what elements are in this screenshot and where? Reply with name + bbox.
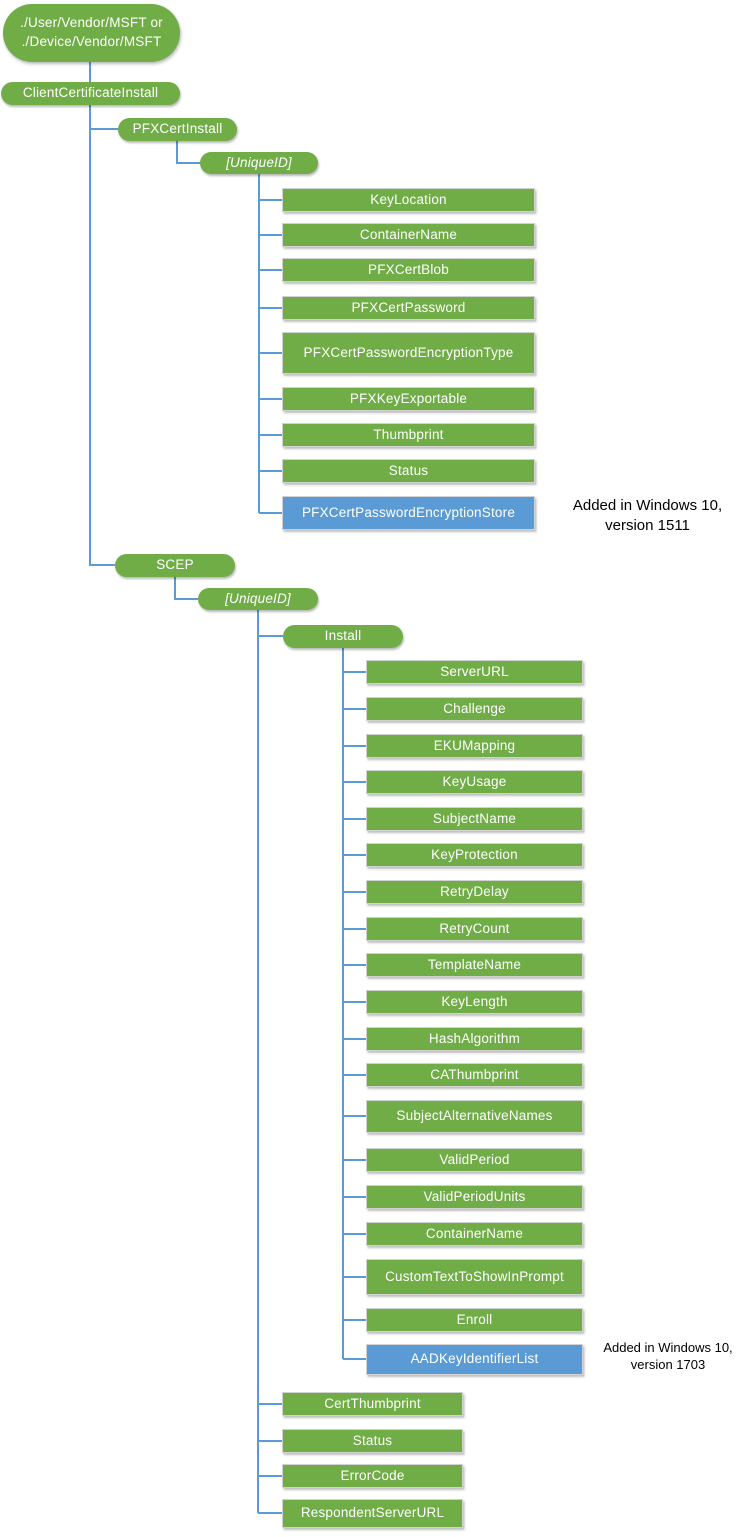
connector [89,104,115,566]
node-hash-algorithm: HashAlgorithm [366,1027,583,1051]
node-valid-period: ValidPeriod [366,1148,583,1172]
node-root: ./User/Vendor/MSFT or ./Device/Vendor/MS… [3,4,180,62]
node-label: RespondentServerURL [300,1505,445,1521]
node-challenge: Challenge [366,697,583,721]
node-template-name: TemplateName [366,953,583,977]
node-label: RetryCount [439,920,510,936]
node-label: KeyLength [441,993,508,1009]
node-label: Status [352,1432,393,1448]
node-server-url: ServerURL [366,660,583,684]
node-valid-period-units: ValidPeriodUnits [366,1185,583,1209]
connector [174,577,198,600]
node-label: Thumbprint [373,426,444,442]
node-key-protection: KeyProtection [366,843,583,867]
node-label: CAThumbprint [430,1066,519,1082]
node-label: SubjectName [432,810,517,826]
node-pfx-unique-id: [UniqueID] [200,152,318,174]
node-label: Install [324,628,362,644]
node-subject-alternative-names: SubjectAlternativeNames [366,1100,583,1133]
node-label: ErrorCode [340,1467,405,1483]
node-label: SCEP [156,557,194,573]
node-subject-name: SubjectName [366,807,583,831]
node-key-length: KeyLength [366,990,583,1014]
node-label: Enroll [456,1311,493,1327]
node-label: [UniqueID] [225,590,291,606]
node-client-certificate-install: ClientCertificateInstall [1,82,180,105]
node-label: PFXCertPassword [351,299,466,315]
node-pfx-container-name: ContainerName [282,223,535,247]
node-label: PFXCertPasswordEncryptionStore [301,504,516,520]
node-enroll: Enroll [366,1308,583,1332]
node-label: TemplateName [427,956,522,972]
node-retry-count: RetryCount [366,917,583,941]
node-pfx-cert-password-encryption-type: PFXCertPasswordEncryptionType [282,332,535,374]
node-label: ContainerName [359,226,458,242]
node-label: PFXCertPasswordEncryptionType [303,344,514,360]
node-error-code: ErrorCode [282,1464,463,1488]
node-label: KeyProtection [431,846,518,862]
node-respondent-server-url: RespondentServerURL [282,1499,463,1528]
node-label: SubjectAlternativeNames [396,1108,553,1124]
node-key-location: KeyLocation [282,188,535,212]
node-retry-delay: RetryDelay [366,880,583,904]
node-ca-thumbprint: CAThumbprint [366,1063,583,1087]
node-scep-status: Status [282,1429,463,1453]
node-label: Status [388,462,429,478]
node-aad-key-identifier-list: AADKeyIdentifierList [366,1344,583,1375]
node-label: HashAlgorithm [428,1030,521,1046]
node-label: ContainerName [425,1225,524,1241]
node-scep-unique-id: [UniqueID] [198,588,318,610]
node-pfx-cert-password-encryption-store: PFXCertPasswordEncryptionStore [282,496,535,530]
node-pfx-cert-blob: PFXCertBlob [282,258,535,282]
node-label: CertThumbprint [324,1395,421,1411]
node-label: ValidPeriodUnits [423,1188,526,1204]
node-custom-text-to-show-in-prompt: CustomTextToShowInPrompt [366,1259,583,1295]
node-scep-container-name: ContainerName [366,1222,583,1246]
node-eku-mapping: EKUMapping [366,734,583,758]
node-install: Install [283,625,403,648]
node-label: PFXKeyExportable [349,390,468,406]
node-label: PFXCertBlob [368,261,449,277]
node-label: ClientCertificateInstall [22,85,159,101]
node-thumbprint: Thumbprint [282,423,535,447]
node-label: ValidPeriod [439,1151,510,1167]
node-pfx-key-exportable: PFXKeyExportable [282,387,535,411]
node-label: ./User/Vendor/MSFT or ./Device/Vendor/MS… [20,15,163,49]
node-scep: SCEP [115,554,235,577]
node-label: AADKeyIdentifierList [410,1351,539,1367]
connector [176,141,200,164]
node-label: CustomTextToShowInPrompt [385,1268,564,1284]
node-label: ServerURL [440,663,509,679]
node-key-usage: KeyUsage [366,770,583,794]
node-pfx-status: Status [282,459,535,483]
node-label: RetryDelay [440,883,509,899]
node-cert-thumbprint: CertThumbprint [282,1392,463,1416]
node-label: [UniqueID] [226,154,292,170]
node-label: EKUMapping [433,737,516,753]
node-pfx-cert-password: PFXCertPassword [282,296,535,320]
annotation-version-1703: Added in Windows 10, version 1703 [603,1340,733,1372]
annotation-version-1511: Added in Windows 10, version 1511 [572,497,723,534]
node-label: Challenge [443,700,506,716]
node-pfx-cert-install: PFXCertInstall [118,118,237,141]
node-label: KeyUsage [442,773,507,789]
node-label: KeyLocation [370,191,447,207]
node-label: PFXCertInstall [132,121,223,137]
